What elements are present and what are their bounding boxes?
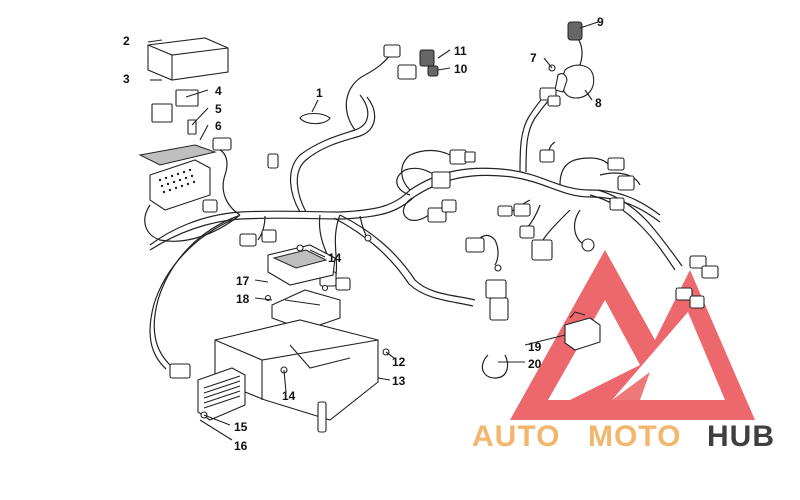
callout-2: 2 [123, 34, 130, 48]
watermark-text: AUTO MOTO HUB [472, 420, 775, 453]
voltage-regulator [197, 367, 246, 421]
watermark-logo [510, 250, 755, 420]
callout-10: 10 [454, 62, 468, 76]
watermark-auto: AUTO [472, 420, 560, 453]
callout-14-tray: 14 [282, 389, 296, 403]
ecu-and-bracket [264, 244, 341, 331]
watermark-hub: HUB [707, 420, 775, 453]
fuse-box-group [138, 37, 229, 211]
main-harness [144, 54, 683, 370]
callout-18: 18 [236, 292, 250, 306]
callout-13: 13 [392, 374, 406, 388]
callout-15: 15 [234, 420, 248, 434]
callout-labels: 1 2 3 4 5 6 7 8 9 10 11 12 13 14 14 15 1… [123, 15, 604, 453]
starter-relay [481, 311, 601, 379]
callout-17: 17 [236, 274, 250, 288]
callout-6: 6 [215, 119, 222, 133]
callout-19: 19 [528, 340, 542, 354]
callout-9: 9 [597, 15, 604, 29]
callout-7: 7 [530, 51, 537, 65]
callout-20: 20 [528, 357, 542, 371]
battery-tray [214, 319, 390, 433]
leader-lines [147, 21, 599, 441]
harness-connectors [169, 44, 719, 379]
ignition-coil [539, 21, 595, 107]
callout-12: 12 [392, 355, 406, 369]
callout-14-ecu: 14 [328, 251, 342, 265]
watermark-moto: MOTO [588, 420, 681, 453]
callout-11: 11 [454, 44, 467, 58]
callout-5: 5 [215, 102, 222, 116]
callout-16: 16 [234, 439, 248, 453]
callout-3: 3 [123, 72, 130, 86]
callout-1: 1 [316, 86, 323, 100]
callout-4: 4 [215, 84, 222, 98]
callout-8: 8 [595, 96, 602, 110]
